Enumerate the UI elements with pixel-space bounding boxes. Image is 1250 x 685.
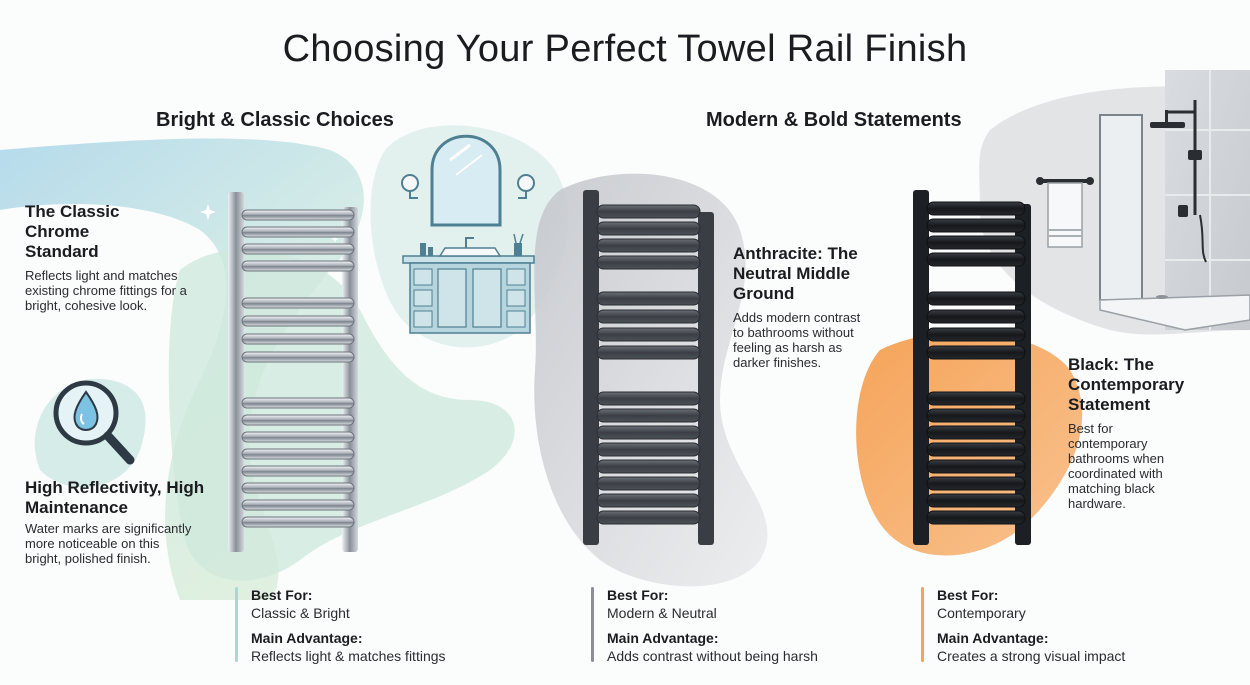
info-anthracite: Best For: Modern & Neutral Main Advantag…: [591, 587, 818, 665]
main-advantage-value: Adds contrast without being harsh: [607, 648, 818, 664]
rail-bar: [596, 327, 701, 342]
rail-bar: [596, 425, 701, 440]
best-for-label: Best For:: [937, 587, 999, 603]
best-for-label: Best For:: [607, 587, 669, 603]
info-black: Best For: Contemporary Main Advantage: C…: [921, 587, 1125, 665]
rail-bar: [926, 510, 1026, 525]
rail-bar: [241, 209, 355, 221]
accent-bar: [591, 587, 594, 662]
accent-bar: [921, 587, 924, 662]
black-towel-rail: [913, 190, 1031, 545]
rail-bar: [926, 391, 1026, 406]
main-advantage-value: Reflects light & matches fittings: [251, 648, 446, 664]
rail-bar: [926, 408, 1026, 423]
rail-bar: [926, 493, 1026, 508]
main-advantage-value: Creates a strong visual impact: [937, 648, 1126, 664]
rail-bar: [241, 397, 355, 409]
rail-bar: [926, 201, 1026, 216]
rail-bar: [926, 218, 1026, 233]
rail-bar: [596, 238, 701, 253]
rail-bar: [241, 448, 355, 460]
card-high-reflectivity: High Reflectivity, High Maintenance Wate…: [25, 478, 210, 566]
vanity-illustration: [401, 134, 535, 334]
card-heading: The Classic Chrome Standard: [25, 202, 120, 261]
rail-upright: [913, 190, 929, 545]
chrome-towel-rail: [228, 192, 358, 552]
rail-bar: [241, 414, 355, 426]
rail-bar: [596, 493, 701, 508]
accent-bar: [235, 587, 238, 662]
rail-bar: [926, 476, 1026, 491]
card-heading: Anthracite: The Neutral Middle Ground: [733, 244, 858, 303]
rail-bar: [596, 408, 701, 423]
rail-upright: [698, 212, 714, 545]
rail-bar: [241, 243, 355, 255]
main-advantage-label: Main Advantage:: [607, 630, 719, 646]
rail-bar: [926, 459, 1026, 474]
rail-bar: [596, 510, 701, 525]
info-chrome: Best For: Classic & Bright Main Advantag…: [235, 587, 446, 665]
card-heading: High Reflectivity, High Maintenance: [25, 478, 205, 517]
best-for-value: Classic & Bright: [251, 605, 350, 621]
rail-bar: [596, 459, 701, 474]
rail-bar: [241, 431, 355, 443]
rail-bar: [596, 391, 701, 406]
card-body: Reflects light and matches existing chro…: [25, 268, 187, 313]
rail-bar: [241, 516, 355, 528]
card-body: Adds modern contrast to bathrooms withou…: [733, 310, 861, 370]
magnifier-drop-graphic: [53, 380, 135, 465]
card-black: Black: The Contemporary Statement Best f…: [1068, 355, 1218, 511]
rail-bar: [241, 260, 355, 272]
card-body: Water marks are significantly more notic…: [25, 521, 192, 566]
rail-bar: [926, 327, 1026, 342]
rail-bar: [596, 476, 701, 491]
rail-bar: [926, 309, 1026, 324]
card-anthracite: Anthracite: The Neutral Middle Ground Ad…: [733, 244, 883, 370]
rail-bar: [596, 204, 701, 219]
rail-bar: [926, 425, 1026, 440]
rail-bar: [596, 345, 701, 360]
rail-bar: [926, 235, 1026, 250]
rail-bar: [241, 499, 355, 511]
rail-upright: [228, 192, 244, 552]
section-heading-modern-bold: Modern & Bold Statements: [706, 109, 962, 131]
best-for-label: Best For:: [251, 587, 313, 603]
main-advantage-label: Main Advantage:: [937, 630, 1049, 646]
rail-bar: [596, 442, 701, 457]
section-heading-bright-classic: Bright & Classic Choices: [156, 109, 394, 131]
rail-bar: [596, 309, 701, 324]
rail-bar: [596, 221, 701, 236]
best-for-value: Modern & Neutral: [607, 605, 717, 621]
rail-bar: [241, 482, 355, 494]
rail-bar: [241, 351, 355, 363]
rail-bar: [241, 465, 355, 477]
main-advantage-label: Main Advantage:: [251, 630, 363, 646]
rail-bar: [241, 315, 355, 327]
rail-bar: [596, 255, 701, 270]
card-classic-chrome: The Classic Chrome Standard Reflects lig…: [25, 202, 210, 313]
rail-bar: [241, 297, 355, 309]
rail-bar: [926, 252, 1026, 267]
rail-bar: [926, 291, 1026, 306]
rail-upright: [583, 190, 599, 545]
rail-bar: [926, 345, 1026, 360]
rail-bar: [241, 226, 355, 238]
rail-bar: [596, 291, 701, 306]
anthracite-towel-rail: [583, 190, 714, 545]
card-body: Best for contemporary bathrooms when coo…: [1068, 421, 1165, 511]
page-title: Choosing Your Perfect Towel Rail Finish: [282, 28, 968, 70]
rail-bar: [926, 442, 1026, 457]
best-for-value: Contemporary: [937, 605, 1026, 621]
rail-bar: [241, 333, 355, 345]
card-heading: Black: The Contemporary Statement: [1068, 355, 1185, 414]
